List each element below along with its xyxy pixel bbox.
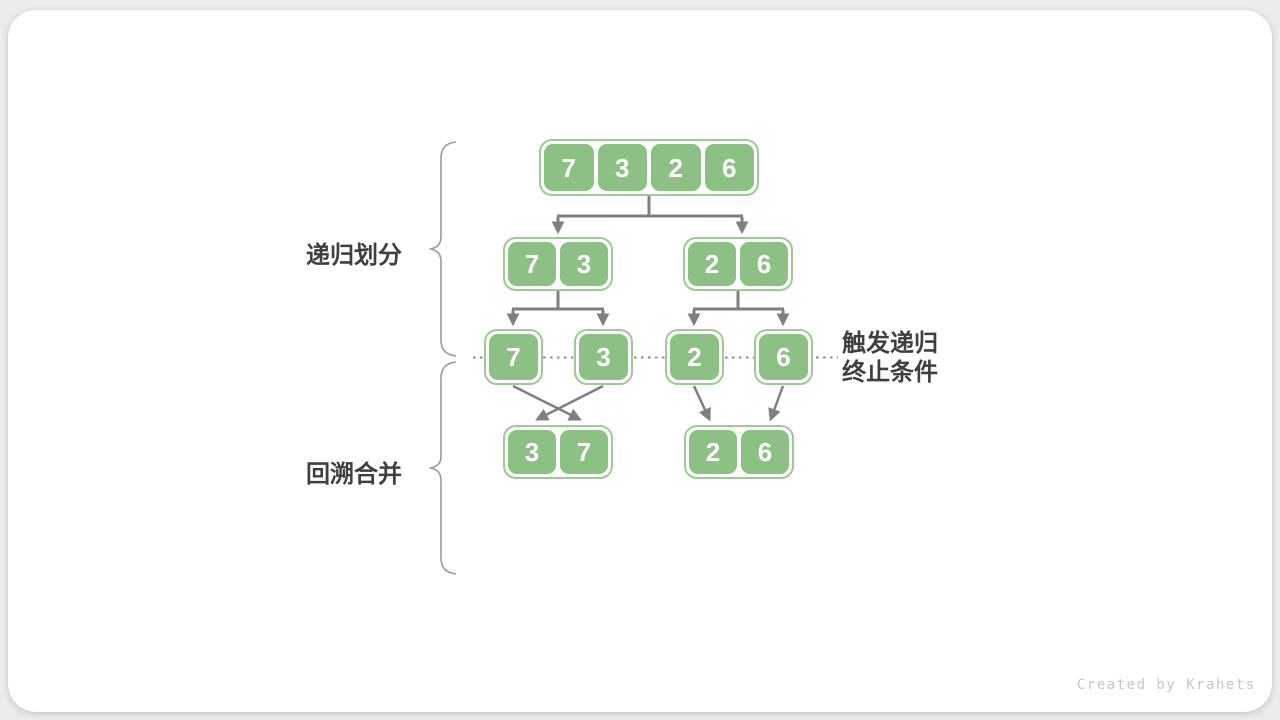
- array-node-merged-right: 2 6: [684, 425, 794, 479]
- base-case-note-line1: 触发递归: [842, 330, 938, 357]
- array-node-level2-left: 7 3: [503, 237, 613, 291]
- base-case-note-line2: 终止条件: [842, 359, 938, 386]
- credit-text: Created by Krahets: [1077, 677, 1256, 693]
- array-cell: 2: [689, 430, 737, 474]
- array-node-single: 2: [665, 329, 724, 385]
- phase-label-divide: 递归划分: [306, 242, 402, 269]
- array-cell: 7: [560, 430, 608, 474]
- array-cell: 3: [597, 144, 647, 191]
- array-cell: 3: [508, 430, 556, 474]
- array-cell: 3: [579, 334, 628, 380]
- array-cell: 6: [704, 144, 754, 191]
- array-node-single: 7: [484, 329, 543, 385]
- array-cell: 6: [741, 430, 789, 474]
- array-node-single: 6: [754, 329, 813, 385]
- diagram-card: [8, 10, 1272, 712]
- array-cell: 7: [489, 334, 538, 380]
- array-node-merged-left: 3 7: [503, 425, 613, 479]
- array-node-root: 7 3 2 6: [539, 139, 759, 196]
- phase-label-merge: 回溯合并: [306, 461, 402, 488]
- array-cell: 7: [544, 144, 594, 191]
- array-cell: 3: [560, 242, 608, 286]
- array-cell: 7: [508, 242, 556, 286]
- array-cell: 2: [651, 144, 701, 191]
- array-cell: 2: [670, 334, 719, 380]
- array-cell: 6: [740, 242, 788, 286]
- array-cell: 2: [688, 242, 736, 286]
- base-case-note: 触发递归 终止条件: [842, 329, 938, 387]
- array-node-level2-right: 2 6: [683, 237, 793, 291]
- array-node-single: 3: [574, 329, 633, 385]
- array-cell: 6: [759, 334, 808, 380]
